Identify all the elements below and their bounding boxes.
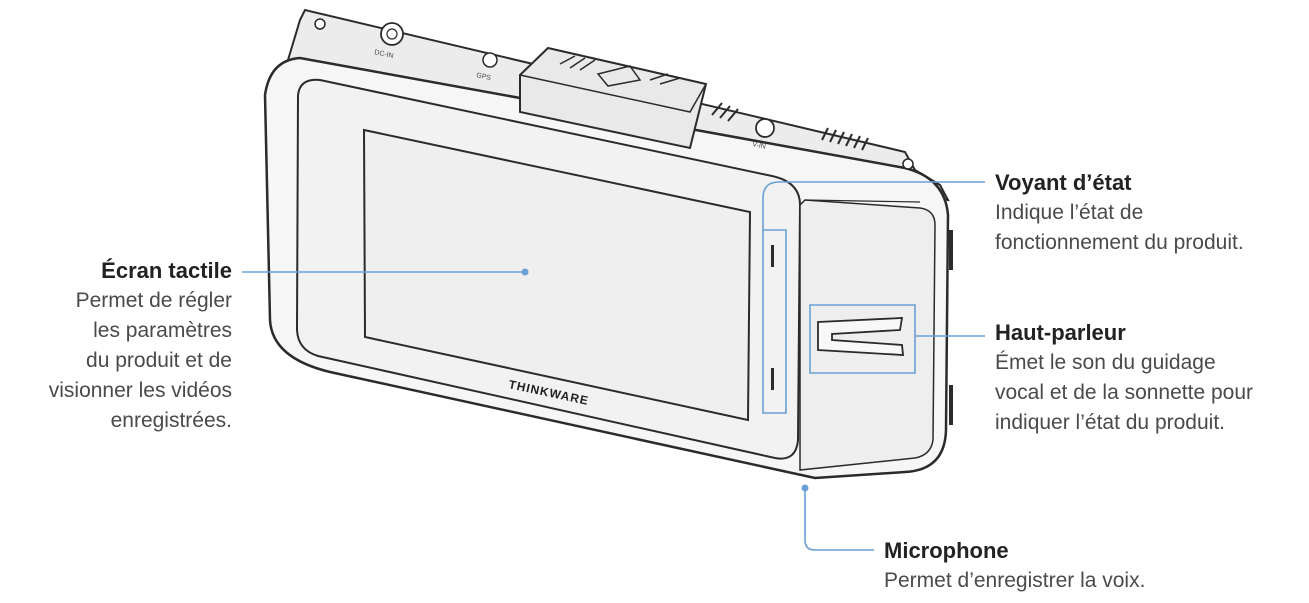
callout-haut-parleur-desc: Émet le son du guidage vocal et de la so… <box>995 351 1254 434</box>
callout-ecran-title: Écran tactile <box>101 258 232 283</box>
port-label-dc-in: DC-IN <box>374 49 394 60</box>
dot-microphone <box>801 484 809 492</box>
edge-vent-top <box>949 230 953 270</box>
side-panel <box>799 199 936 471</box>
mount-clip-edge <box>519 74 707 113</box>
callout-microphone-title: Microphone <box>884 538 1009 563</box>
v-in-port <box>755 118 775 138</box>
callout-voyant-title: Voyant d’état <box>995 170 1132 195</box>
callout-microphone-desc: Permet d’enregistrer la voix. <box>884 569 1146 592</box>
callout-voyant-etat: Voyant d’état Indique l’état de fonction… <box>995 168 1295 258</box>
top-vents-right <box>821 127 869 151</box>
leader-voyant <box>762 181 985 414</box>
speaker-slot <box>817 317 905 356</box>
callout-voyant-desc: Indique l’état de fonctionnement du prod… <box>995 201 1244 254</box>
callout-ecran-tactile: Écran tactile Permet de régler les param… <box>0 256 232 436</box>
status-led-top <box>771 245 774 267</box>
top-vents-left <box>711 102 739 122</box>
port-label-gps: GPS <box>476 72 492 82</box>
status-led-bottom <box>771 368 774 390</box>
mount-clip <box>519 46 708 150</box>
dot-ecran <box>521 268 529 276</box>
callout-haut-parleur: Haut-parleur Émet le son du guidage voca… <box>995 318 1305 438</box>
callout-haut-parleur-title: Haut-parleur <box>995 320 1126 345</box>
screw-left <box>314 18 326 30</box>
leader-lines <box>242 181 985 551</box>
port-label-v-in: V-IN <box>752 141 767 151</box>
leader-haut-parleur <box>809 304 985 374</box>
touchscreen <box>362 128 752 422</box>
dc-in-port-inner <box>386 28 398 40</box>
callout-ecran-desc: Permet de régler les paramètres du produ… <box>48 289 232 432</box>
gps-port <box>482 52 498 68</box>
leader-microphone <box>804 488 874 551</box>
screw-right <box>902 158 914 170</box>
mount-clip-ridges <box>559 55 681 87</box>
edge-vent-bottom <box>949 385 953 425</box>
callout-microphone: Microphone Permet d’enregistrer la voix. <box>884 536 1284 596</box>
panel-edge-line <box>805 199 921 203</box>
